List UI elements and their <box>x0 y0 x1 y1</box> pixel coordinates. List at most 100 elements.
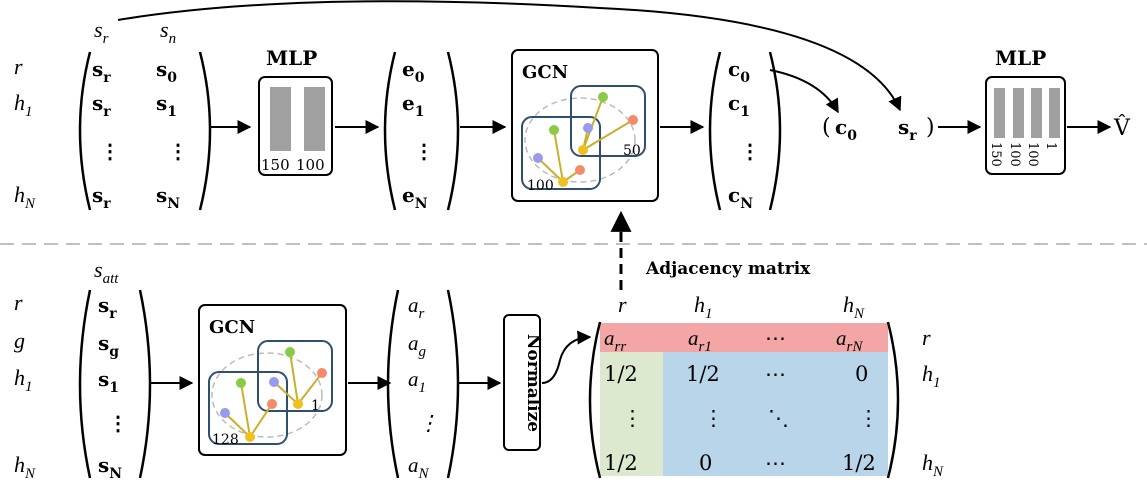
mlp2-layer-bar <box>994 88 1005 138</box>
mlp2-layer-size: 1 <box>1043 142 1058 150</box>
gcn-node <box>598 92 608 102</box>
adjacency-cell: 1/2 <box>686 362 720 386</box>
attention-cell: ag <box>408 331 427 360</box>
adjacency-cell: ar1 <box>688 326 712 355</box>
gcn-bottom-graph <box>208 340 333 445</box>
arrow-normalize-to-adjacency <box>541 330 592 384</box>
adjacency-cell: ⋮ <box>622 406 643 430</box>
adjacency-row-label: hN <box>922 450 944 480</box>
arrow-sr-to-pair <box>117 0 902 112</box>
satt-cell: ⋮ <box>108 411 128 435</box>
state-cell: ⋮ <box>100 139 120 163</box>
bottom-row-label-hN: hN <box>14 452 36 482</box>
satt-right-paren <box>138 289 152 479</box>
pair-sr: sr <box>898 115 917 144</box>
mlp1-layer-bar <box>270 87 291 151</box>
attention-cell: aN <box>408 453 430 482</box>
gcn-top-size: 100 <box>527 178 554 194</box>
pair-c0: c0 <box>835 115 857 144</box>
outputs-left-paren <box>708 51 722 211</box>
adjacency-title: Adjacency matrix <box>645 259 811 279</box>
state-cell: s1 <box>156 91 177 120</box>
adjacency-right-paren <box>886 321 900 479</box>
embedding-cell: e0 <box>402 57 425 86</box>
normalize-box <box>503 314 541 451</box>
pair-open: ( <box>822 115 831 140</box>
state-cell: sr <box>92 57 111 86</box>
satt-cell: sN <box>98 453 122 482</box>
gcn-node <box>628 115 638 125</box>
top-header-sr: sr <box>94 17 109 47</box>
gcn-bottom-title: GCN <box>209 317 255 338</box>
state-cell: sN <box>156 183 180 212</box>
gcn-node <box>558 177 568 187</box>
mlp2-layer-size: 100 <box>1007 142 1022 167</box>
adjacency-col-header: h1 <box>694 292 713 322</box>
adjacency-first-row-bg <box>600 323 888 352</box>
outputs-right-paren <box>768 51 782 211</box>
gcn-top-title: GCN <box>522 62 568 83</box>
output-cell: c0 <box>728 57 750 86</box>
attention-cell: a1 <box>408 367 426 396</box>
mlp2-layer-bar <box>1031 88 1042 138</box>
adjacency-row-label: r <box>922 325 931 350</box>
normalize-label: Normalize <box>523 334 543 432</box>
bottom-row-label-g: g <box>14 328 25 353</box>
gcn-top-graph <box>521 85 646 190</box>
top-row-label-h1: h1 <box>14 90 33 120</box>
adjacency-cell: ⋮ <box>703 406 724 430</box>
adjacency-col-header: hN <box>843 292 865 322</box>
embedding-cell: ⋮ <box>414 139 434 163</box>
state-cell: sr <box>92 183 111 212</box>
adjacency-cell: ⋯ <box>765 362 786 386</box>
gcn-node <box>236 378 246 388</box>
state-matrix-right-paren <box>198 51 212 211</box>
gcn-bottom-size: 1 <box>311 398 320 414</box>
output-cell: c1 <box>728 91 750 120</box>
mlp2-box <box>985 76 1066 175</box>
adjacency-cell: ⋯ <box>765 451 786 475</box>
adjacency-cell: 0 <box>699 451 712 475</box>
embedding-cell: eN <box>402 183 428 212</box>
satt-cell: sr <box>98 293 117 322</box>
bottom-row-label-h1: h1 <box>14 365 33 395</box>
embeddings-left-paren <box>383 51 397 211</box>
gcn-node <box>269 377 279 387</box>
top-header-sn: sn <box>160 17 176 47</box>
gcn-node <box>267 399 277 409</box>
mlp2-layer-bar <box>1013 88 1024 138</box>
attention-vector: ar ag a1 ⋮ aN <box>408 293 439 482</box>
adjacency-first-col-bg <box>600 352 663 476</box>
embedding-cell: e1 <box>402 91 424 120</box>
attention-cell: ar <box>408 293 425 322</box>
top-row-label-r: r <box>14 54 23 79</box>
satt-vector: sr sg s1 ⋮ sN <box>98 293 128 482</box>
output-cell: cN <box>728 183 753 212</box>
adjacency-cell: 1/2 <box>842 451 876 475</box>
outputs-vector: c0 c1 ⋮ cN <box>728 57 760 212</box>
state-cell: s0 <box>156 57 177 86</box>
gcn-node <box>575 165 585 175</box>
adjacency-body-bg <box>663 352 888 476</box>
embeddings-right-paren <box>446 51 460 211</box>
satt-cell: sg <box>98 331 119 360</box>
mlp2-title: MLP <box>995 46 1046 70</box>
gcn-node <box>583 123 593 133</box>
mlp2-layer-size: 100 <box>1025 142 1040 167</box>
adjacency-cell: arN <box>836 326 863 355</box>
gcn-node <box>533 153 543 163</box>
arrow-c0-to-pair <box>769 69 839 114</box>
mlp2-layer-bar <box>1049 88 1060 138</box>
adjacency-cell: 1/2 <box>604 362 638 386</box>
value-output: V̂ <box>1113 115 1131 141</box>
gcn-top-size: 50 <box>623 143 641 159</box>
gcn-node <box>578 145 588 155</box>
state-matrix-left-paren <box>78 51 92 211</box>
gcn-bottom-size: 128 <box>212 432 239 448</box>
satt-left-paren <box>78 289 92 479</box>
embeddings-vector: e0 e1 ⋮ eN <box>402 57 434 212</box>
gcn-node <box>245 432 255 442</box>
output-cell: ⋮ <box>740 139 760 163</box>
gcn-node <box>285 347 295 357</box>
